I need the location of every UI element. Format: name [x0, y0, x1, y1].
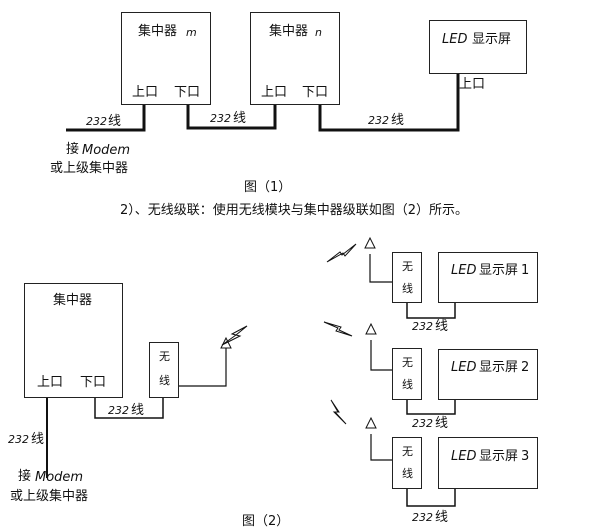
fig1-connect-modem: Modem: [82, 143, 131, 158]
fig1-cable-left: [66, 104, 146, 132]
screen2-wireless-c2: 线: [402, 378, 413, 391]
fig1-cable-mid-cn: 线: [233, 111, 247, 126]
screen2-wireless: 无 线: [392, 348, 422, 400]
fig2-hub-title: 集中器: [53, 293, 93, 308]
fig1-cable-left-cn: 线: [108, 114, 122, 129]
wireless-main-c2: 线: [159, 374, 170, 387]
antenna-2-icon: [365, 322, 377, 335]
fig2-antenna-main-wire: [179, 348, 227, 387]
screen3-led: LED 显示屏 3: [438, 437, 538, 489]
hub-n-title: 集中器: [269, 24, 309, 39]
fig1-connect-b: 或上级集中器: [50, 161, 129, 176]
fig2-cable-left-cn: 线: [31, 432, 45, 447]
fig1-cable-right: [318, 74, 460, 132]
fig2-cable-hub-cn: 线: [131, 403, 145, 418]
wireless-main-c1: 无: [159, 350, 170, 363]
signal-3-icon: [330, 399, 347, 425]
fig2-connect-a: 接: [18, 469, 32, 484]
screen1-antenna-wire: [369, 254, 392, 283]
fig1-caption: 图（1）: [244, 180, 292, 195]
fig1-cable-mid-num: 232: [210, 112, 231, 125]
screen2-cable-num: 232: [412, 417, 433, 430]
fig1-hub-m: 集中器 m 上口 下口: [121, 12, 211, 105]
screen1-wireless-c2: 线: [402, 282, 413, 295]
hub-m-down-port: 下口: [174, 85, 201, 100]
screen2-led: LED 显示屏 2: [438, 349, 538, 400]
led-up-port: 上口: [459, 77, 486, 92]
fig2-hub-up-port: 上口: [37, 375, 64, 390]
screen3-cable-num: 232: [412, 511, 433, 524]
signal-1-icon: [326, 243, 357, 263]
led-title-cn: 显示屏: [472, 32, 512, 47]
signal-main-icon: [221, 325, 248, 346]
screen2-antenna-wire: [370, 340, 392, 371]
wireless-description: 2）、无线级联：使用无线模块与集中器级联如图（2）所示。: [120, 203, 469, 218]
screen1-led-en: LED: [451, 263, 477, 278]
screen3-wireless-c1: 无: [402, 445, 413, 458]
hub-m-up-port: 上口: [132, 85, 159, 100]
antenna-3-icon: [365, 416, 377, 429]
screen1-led-num: 1: [521, 263, 530, 278]
screen3-antenna-wire: [370, 434, 392, 461]
hub-n-down-port: 下口: [302, 85, 329, 100]
fig2-hub-down-port: 下口: [80, 375, 107, 390]
hub-m-suffix: m: [186, 26, 197, 39]
screen1-wireless: 无 线: [392, 252, 422, 303]
screen3-wireless-c2: 线: [402, 467, 413, 480]
fig1-cable-left-num: 232: [86, 115, 107, 128]
fig2-hub: 集中器 上口 下口: [24, 283, 123, 398]
screen3-wireless: 无 线: [392, 437, 422, 489]
fig2-connect-b: 或上级集中器: [10, 489, 89, 504]
hub-m-title: 集中器: [138, 24, 178, 39]
signal-2-icon: [323, 321, 353, 337]
antenna-1-icon: [364, 236, 376, 249]
screen1-cable: [406, 303, 456, 319]
screen3-led-num: 3: [521, 449, 530, 464]
hub-n-suffix: n: [315, 26, 322, 39]
screen3-cable-cn: 线: [435, 510, 449, 525]
hub-n-up-port: 上口: [261, 85, 288, 100]
fig1-hub-n: 集中器 n 上口 下口: [250, 12, 340, 105]
fig2-cable-left-num: 232: [8, 433, 29, 446]
screen2-wireless-c1: 无: [402, 356, 413, 369]
led-title-en: LED: [442, 32, 468, 47]
screen2-cable-cn: 线: [435, 416, 449, 431]
fig2-connect-modem: Modem: [35, 470, 84, 485]
screen2-led-en: LED: [451, 360, 477, 375]
screen1-cable-num: 232: [412, 320, 433, 333]
fig1-cable-mid: [186, 104, 277, 130]
screen2-cable: [406, 400, 456, 415]
fig1-cable-right-num: 232: [368, 114, 389, 127]
screen2-led-num: 2: [521, 360, 530, 375]
screen3-led-cn: 显示屏: [479, 449, 519, 464]
screen1-wireless-c1: 无: [402, 260, 413, 273]
screen1-led: LED 显示屏 1: [438, 252, 538, 303]
fig2-caption: 图（2）: [242, 514, 290, 529]
screen3-led-en: LED: [451, 449, 477, 464]
screen3-cable: [406, 489, 456, 507]
fig1-cable-right-cn: 线: [391, 113, 405, 128]
screen1-led-cn: 显示屏: [479, 263, 519, 278]
fig1-led-screen: LED 显示屏: [429, 20, 527, 74]
fig1-connect-a: 接: [66, 142, 80, 157]
screen1-cable-cn: 线: [435, 319, 449, 334]
screen2-led-cn: 显示屏: [479, 360, 519, 375]
fig2-cable-hub: [94, 398, 164, 419]
fig2-wireless-main: 无 线: [149, 342, 179, 398]
fig2-cable-hub-num: 232: [108, 404, 129, 417]
